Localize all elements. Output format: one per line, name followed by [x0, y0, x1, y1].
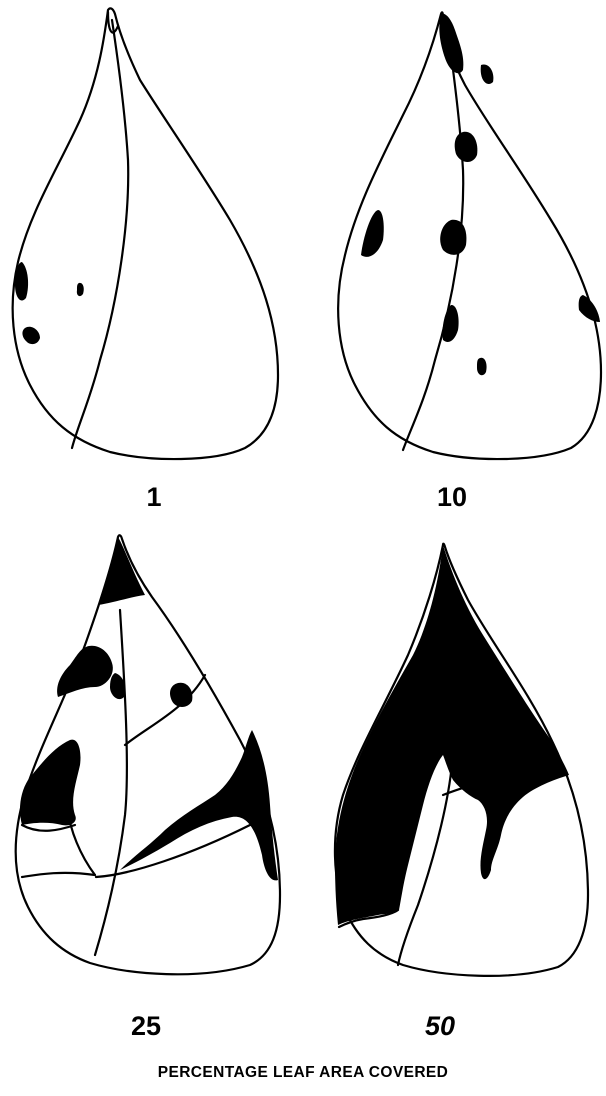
disease-spot: [439, 14, 463, 74]
disease-spot: [335, 545, 569, 925]
figure-caption: PERCENTAGE LEAF AREA COVERED: [0, 1064, 606, 1082]
disease-spot: [98, 537, 145, 605]
leaf-side-vein: [125, 675, 205, 745]
leaf-10-percent: [303, 0, 606, 470]
leaf-50-label: 50: [400, 1013, 480, 1040]
leaf-50-percent: [303, 525, 606, 995]
disease-spot: [361, 210, 384, 257]
leaf-10-label: 10: [412, 484, 492, 511]
disease-spot: [22, 327, 40, 344]
disease-spot: [77, 283, 84, 296]
leaf-1-percent: [0, 0, 303, 470]
disease-spot: [170, 683, 192, 707]
leaf-side-vein: [22, 825, 75, 831]
leaf-25-percent: [0, 525, 303, 995]
disease-spot: [481, 64, 494, 84]
leaf-midrib: [72, 20, 128, 448]
leaf-25-label: 25: [106, 1013, 186, 1040]
disease-spot: [442, 305, 458, 342]
disease-spot: [455, 132, 478, 162]
disease-spot: [477, 358, 487, 376]
leaf-1-label: 1: [114, 484, 194, 511]
disease-spot: [120, 730, 278, 880]
leaf-side-vein: [22, 873, 95, 877]
leaf-outline: [13, 8, 278, 459]
disease-spot: [20, 740, 81, 826]
disease-spot: [57, 646, 113, 697]
disease-spot: [440, 220, 466, 255]
